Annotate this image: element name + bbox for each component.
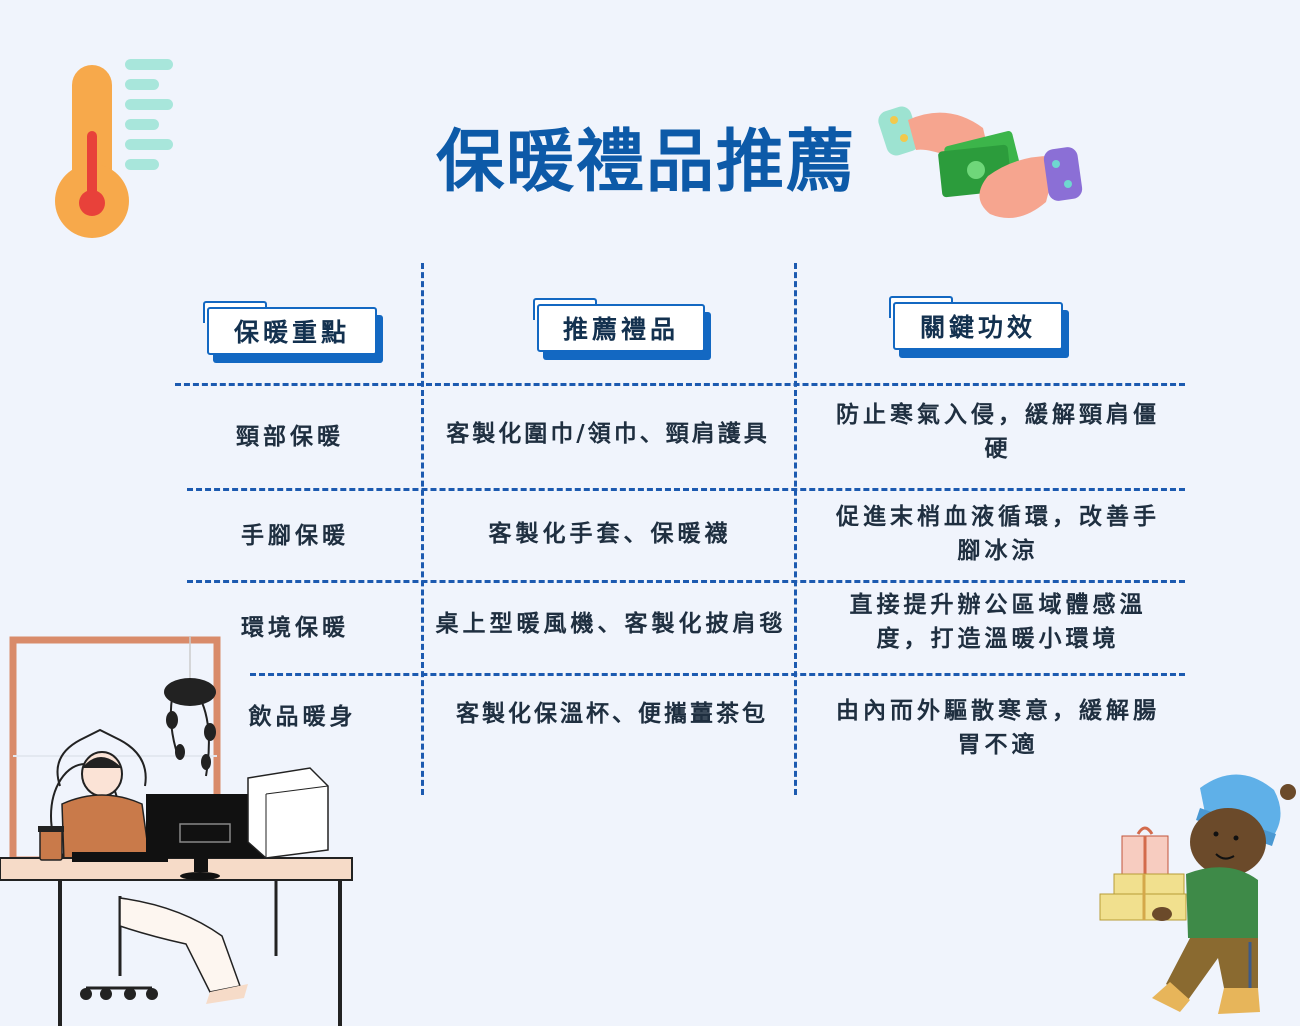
- header-effect: 關鍵功效: [889, 296, 1069, 358]
- row-effect: 防止寒氣入侵，緩解頸肩僵硬: [836, 402, 1160, 462]
- row-effect: 直接提升辦公區域體感溫度，打造溫暖小環境: [849, 592, 1147, 652]
- row-gift: 客製化圍巾/領巾、頸肩護具: [446, 421, 770, 447]
- thermometer-icon: [55, 59, 173, 238]
- row-focus: 頸部保暖: [236, 424, 344, 450]
- row-focus: 環境保暖: [241, 615, 349, 641]
- money-hands-icon: [878, 106, 1083, 218]
- row-divider: [187, 488, 1185, 491]
- column-divider: [421, 263, 424, 795]
- boy-with-gifts-illustration: [1099, 774, 1296, 1014]
- header-gift: 推薦禮品: [533, 298, 711, 360]
- row-focus: 手腳保暖: [241, 523, 349, 549]
- row-gift: 客製化手套、保暖襪: [488, 521, 732, 547]
- column-divider: [794, 263, 797, 795]
- row-gift: 客製化保溫杯、便攜薑茶包: [456, 701, 768, 727]
- header-focus: 保暖重點: [203, 301, 383, 363]
- row-divider: [175, 383, 1185, 386]
- office-worker-illustration: [0, 636, 353, 1026]
- header-effect-label: 關鍵功效: [893, 302, 1063, 350]
- header-gift-label: 推薦禮品: [537, 304, 705, 352]
- header-focus-label: 保暖重點: [207, 307, 377, 355]
- row-effect: 由內而外驅散寒意，緩解腸胃不適: [836, 698, 1160, 758]
- row-gift: 桌上型暖風機、客製化披肩毯: [435, 611, 787, 637]
- row-effect: 促進末梢血液循環，改善手腳冰涼: [836, 504, 1160, 564]
- page-title: 保暖禮品推薦: [436, 123, 857, 202]
- row-divider: [187, 580, 1185, 583]
- row-divider: [250, 673, 1185, 676]
- row-focus: 飲品暖身: [248, 704, 357, 730]
